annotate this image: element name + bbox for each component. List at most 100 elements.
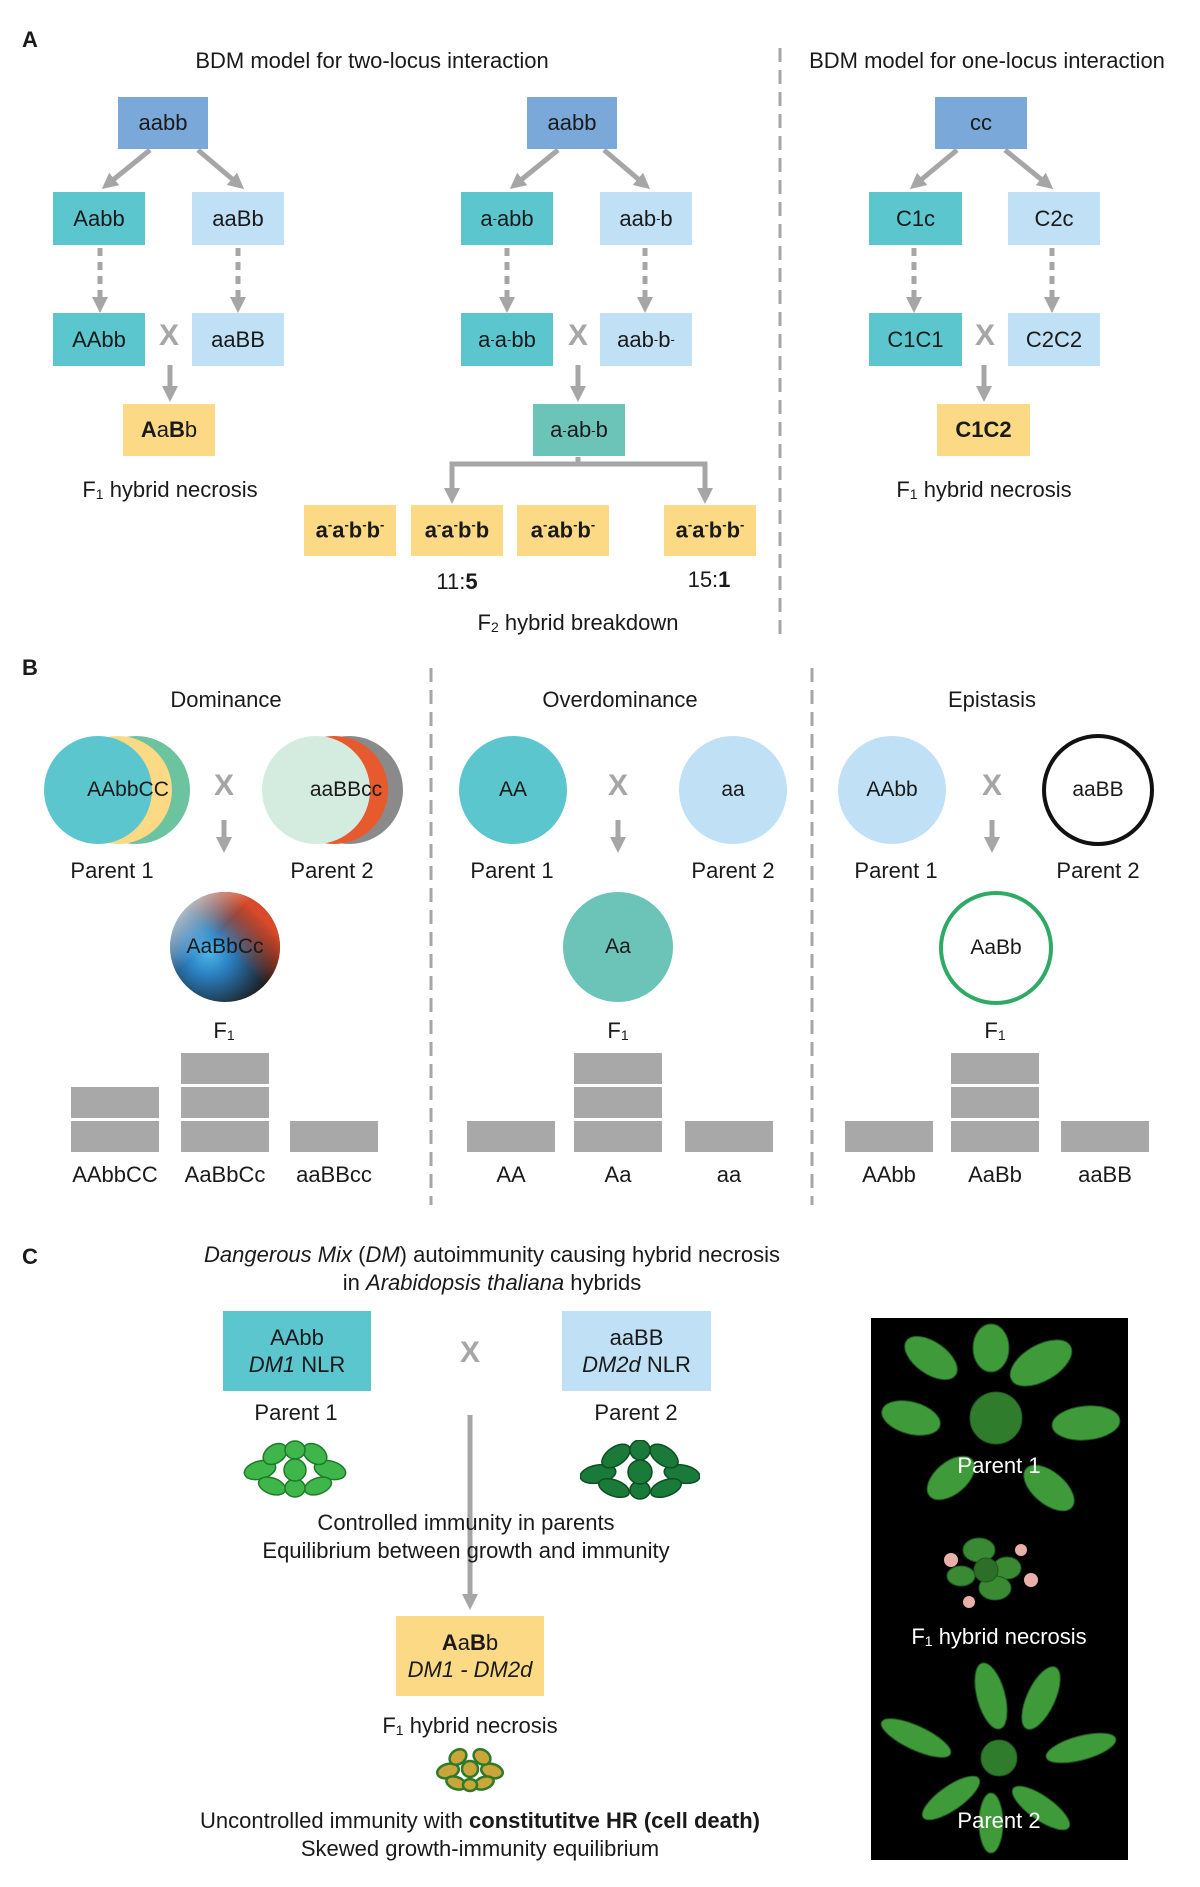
frequency-bar-block bbox=[951, 1053, 1039, 1084]
genotype-box: aabb bbox=[118, 97, 208, 149]
parent-2-label: Parent 2 bbox=[290, 858, 374, 883]
plant-photo-drawing bbox=[880, 1323, 1121, 1854]
equilibrium-text: Equilibrium between growth and immunity bbox=[262, 1538, 670, 1563]
bar-label: AAbb bbox=[862, 1162, 916, 1187]
panel-letter-a: A bbox=[22, 27, 38, 52]
parent-1-circle: AAbbCC bbox=[44, 736, 169, 844]
genotype-box: cc bbox=[935, 97, 1027, 149]
two-locus-title: BDM model for two-locus interaction bbox=[195, 48, 549, 73]
parent-1-label: Parent 1 bbox=[470, 858, 554, 883]
bar-label: aaBB bbox=[1078, 1162, 1132, 1187]
parent-1-label: Parent 1 bbox=[254, 1400, 338, 1425]
genotype-box: a-a-bb bbox=[461, 313, 553, 366]
bar-label: aa bbox=[716, 1162, 742, 1187]
f1-circle: Aa bbox=[563, 892, 673, 1002]
f2-genotype: a-ab-b- bbox=[517, 505, 609, 556]
genotype-box: aab-b- bbox=[600, 313, 692, 366]
photo-label-parent-1: Parent 1 bbox=[957, 1453, 1041, 1478]
f2-genotype: a-a-b-b- bbox=[304, 505, 396, 556]
frequency-bar-block bbox=[181, 1053, 269, 1084]
overdominance-title: Overdominance bbox=[542, 687, 698, 712]
f1-circle: AaBbCc bbox=[170, 892, 280, 1002]
parent-2-label: Parent 2 bbox=[594, 1400, 678, 1425]
cross-symbol: X bbox=[981, 769, 1003, 802]
bar-label: AA bbox=[496, 1162, 526, 1187]
arrow bbox=[509, 148, 560, 190]
cross-symbol: X bbox=[974, 319, 996, 352]
frequency-bar-block bbox=[574, 1121, 662, 1152]
f1-label: F1 bbox=[213, 1018, 235, 1043]
frequency-bar-block bbox=[290, 1121, 378, 1152]
genotype-box: C1c bbox=[869, 192, 962, 245]
genotype-box: aaBB bbox=[192, 313, 284, 366]
arrow bbox=[909, 148, 959, 190]
plant-photo-panel: Parent 1 F1 hybrid necrosis Parent 2 bbox=[871, 1318, 1128, 1860]
parent-1-circle: AAbb bbox=[838, 736, 946, 844]
f2-genotype: a-a-b-b- bbox=[664, 505, 756, 556]
photo-label-f1: F1 hybrid necrosis bbox=[911, 1624, 1087, 1649]
panel-c-title-line1: Dangerous Mix (DM) autoimmunity causing … bbox=[204, 1242, 780, 1267]
panel-c-title-line2: in Arabidopsis thaliana hybrids bbox=[342, 1270, 642, 1295]
parent-2-circle: aaBBcc bbox=[262, 736, 382, 844]
frequency-bar-block bbox=[845, 1121, 933, 1152]
frequency-bar-block bbox=[467, 1121, 555, 1152]
parent-2-label: Parent 2 bbox=[691, 858, 775, 883]
photo-label-parent-2: Parent 2 bbox=[957, 1808, 1041, 1833]
parent-1-genotype-box: AAbb DM1 NLR bbox=[223, 1311, 371, 1391]
genotype-box: C2C2 bbox=[1008, 313, 1100, 366]
frequency-bar-block bbox=[685, 1121, 773, 1152]
frequency-bar-block bbox=[951, 1121, 1039, 1152]
frequency-bar-block bbox=[71, 1121, 159, 1152]
genotype-box: aab-b bbox=[600, 192, 692, 245]
bar-label: AaBb bbox=[968, 1162, 1022, 1187]
f1-circle: AaBb bbox=[939, 891, 1053, 1005]
genotype-box: C1C1 bbox=[869, 313, 962, 366]
necrotic-plant-icon bbox=[436, 1748, 504, 1793]
skewed-equilibrium-text: Skewed growth-immunity equilibrium bbox=[300, 1836, 660, 1861]
f2-genotype: a-a-b-b bbox=[411, 505, 503, 556]
parent-2-genotype-box: aaBB DM2d NLR bbox=[562, 1311, 711, 1391]
arrow bbox=[602, 148, 651, 190]
hybrid-genotype-box: AaBb DM1 - DM2d bbox=[396, 1616, 544, 1696]
f1-label: F1 bbox=[607, 1018, 629, 1043]
frequency-bar-block bbox=[1061, 1121, 1149, 1152]
panel-letter-b: B bbox=[22, 655, 38, 680]
plant-icon bbox=[580, 1440, 700, 1500]
parent-1-label: Parent 1 bbox=[854, 858, 938, 883]
frequency-bar-block bbox=[574, 1053, 662, 1084]
hybrid-box: C1C2 bbox=[937, 404, 1030, 456]
frequency-bar-block bbox=[181, 1121, 269, 1152]
panel-letter-c: C bbox=[22, 1244, 38, 1269]
f1-caption: F1 hybrid necrosis bbox=[896, 477, 1072, 502]
genotype-box: aaBb bbox=[192, 192, 284, 245]
bar-label: Aa bbox=[604, 1162, 632, 1187]
genotype-box: Aabb bbox=[53, 192, 145, 245]
frequency-bar-block bbox=[71, 1087, 159, 1118]
controlled-immunity-text: Controlled immunity in parents bbox=[317, 1510, 615, 1535]
parent-2-circle: aa bbox=[679, 736, 787, 844]
ratio-left: 11:5 bbox=[436, 569, 478, 594]
plant-icon bbox=[243, 1440, 347, 1498]
genotype-box: aabb bbox=[527, 97, 617, 149]
epistasis-title: Epistasis bbox=[947, 687, 1037, 712]
frequency-bar-block bbox=[574, 1087, 662, 1118]
arrow bbox=[1003, 148, 1054, 190]
cross-symbol: X bbox=[567, 319, 589, 352]
bar-label: aaBBcc bbox=[296, 1162, 372, 1187]
cross-symbol: X bbox=[607, 769, 629, 802]
frequency-bar-block bbox=[951, 1087, 1039, 1118]
ratio-right: 15:1 bbox=[687, 567, 731, 592]
parent-1-label: Parent 1 bbox=[70, 858, 154, 883]
f1-label: F1 bbox=[984, 1018, 1006, 1043]
cross-symbol: X bbox=[213, 769, 235, 802]
f2-caption: F2 hybrid breakdown bbox=[477, 610, 679, 635]
f2-bracket-r bbox=[578, 461, 708, 492]
parent-2-circle: aaBB bbox=[1042, 734, 1154, 846]
dominance-title: Dominance bbox=[170, 687, 282, 712]
arrow bbox=[196, 148, 245, 190]
arrow bbox=[101, 148, 152, 190]
hybrid-box: a-ab-b bbox=[533, 404, 625, 456]
f1-caption: F1 hybrid necrosis bbox=[382, 1713, 558, 1738]
one-locus-title: BDM model for one-locus interaction bbox=[809, 48, 1165, 73]
